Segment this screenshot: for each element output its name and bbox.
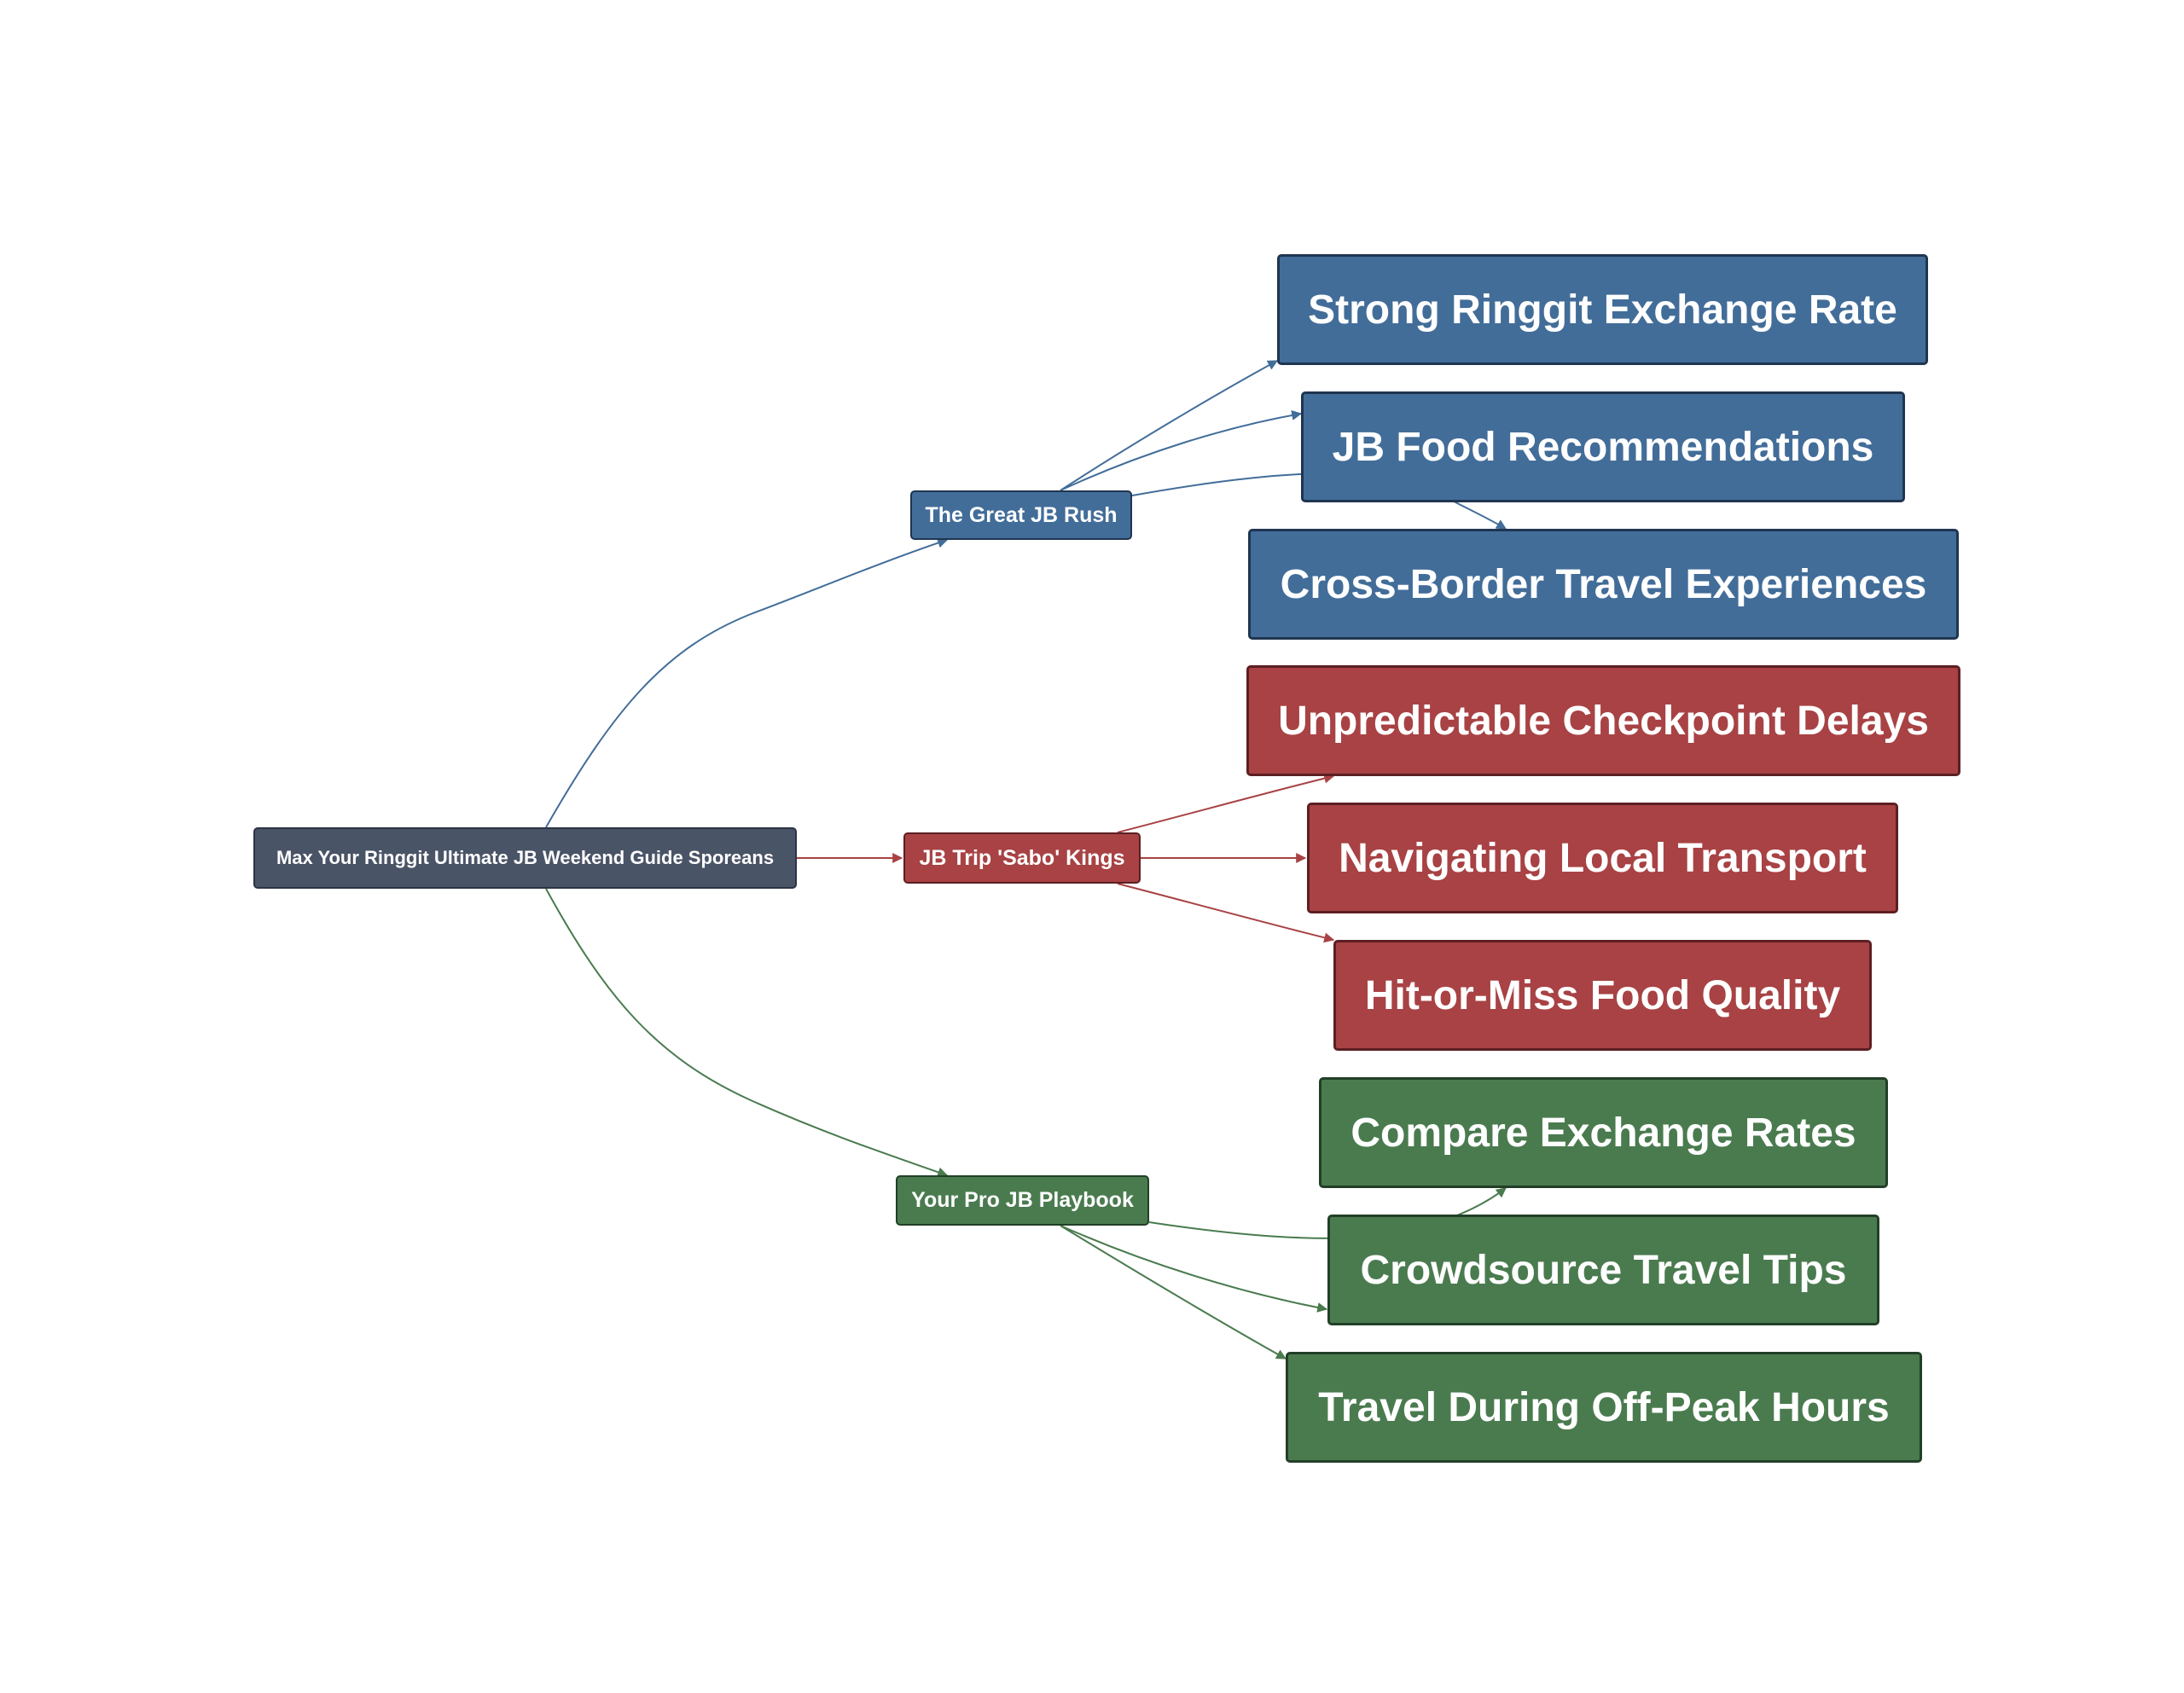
- leaf-node-label: Cross-Border Travel Experiences: [1280, 561, 1927, 607]
- hub-node-label: Your Pro JB Playbook: [911, 1188, 1134, 1212]
- leaf-node-label: Navigating Local Transport: [1339, 835, 1867, 881]
- hub-node-sabo-kings[interactable]: JB Trip 'Sabo' Kings: [903, 832, 1141, 884]
- leaf-node-label: Unpredictable Checkpoint Delays: [1278, 698, 1929, 744]
- hub-node-label: JB Trip 'Sabo' Kings: [919, 845, 1125, 870]
- leaf-node-label: Compare Exchange Rates: [1350, 1110, 1856, 1156]
- leaf-node-exchange-rate[interactable]: Strong Ringgit Exchange Rate: [1277, 254, 1928, 365]
- hub-node-great-jb-rush[interactable]: The Great JB Rush: [910, 490, 1132, 540]
- leaf-node-label: Crowdsource Travel Tips: [1360, 1247, 1847, 1293]
- hub-node-label: The Great JB Rush: [925, 502, 1118, 527]
- leaf-node-label: Hit-or-Miss Food Quality: [1364, 972, 1841, 1018]
- edge-sabo-kings-to-checkpoint-delays: [1117, 773, 1335, 833]
- edge-root-to-great-jb-rush: [545, 537, 949, 828]
- leaf-node-off-peak[interactable]: Travel During Off-Peak Hours: [1286, 1352, 1922, 1463]
- edge-sabo-kings-to-food-quality: [1117, 883, 1335, 943]
- edge-pro-playbook-to-crowdsource: [1060, 1225, 1328, 1313]
- leaf-node-cross-border[interactable]: Cross-Border Travel Experiences: [1248, 529, 1959, 640]
- leaf-node-local-transport[interactable]: Navigating Local Transport: [1307, 803, 1898, 913]
- edge-great-jb-rush-to-exchange-rate: [1060, 360, 1279, 491]
- leaf-node-label: Travel During Off-Peak Hours: [1318, 1384, 1890, 1430]
- leaf-node-checkpoint-delays[interactable]: Unpredictable Checkpoint Delays: [1246, 665, 1960, 776]
- hub-node-pro-playbook[interactable]: Your Pro JB Playbook: [896, 1175, 1149, 1226]
- leaf-node-label: JB Food Recommendations: [1332, 424, 1874, 470]
- leaf-node-crowdsource[interactable]: Crowdsource Travel Tips: [1327, 1215, 1879, 1325]
- leaf-node-label: Strong Ringgit Exchange Rate: [1308, 287, 1897, 333]
- root-node-label: Max Your Ringgit Ultimate JB Weekend Gui…: [276, 847, 775, 868]
- edge-root-to-pro-playbook: [545, 888, 949, 1178]
- edge-pro-playbook-to-off-peak: [1060, 1225, 1287, 1360]
- leaf-node-food-recommendations[interactable]: JB Food Recommendations: [1301, 391, 1905, 502]
- edge-great-jb-rush-to-food-recommendations: [1060, 409, 1303, 491]
- leaf-node-compare-rates[interactable]: Compare Exchange Rates: [1319, 1077, 1888, 1188]
- leaf-node-food-quality[interactable]: Hit-or-Miss Food Quality: [1333, 940, 1872, 1051]
- root-node[interactable]: Max Your Ringgit Ultimate JB Weekend Gui…: [253, 827, 797, 889]
